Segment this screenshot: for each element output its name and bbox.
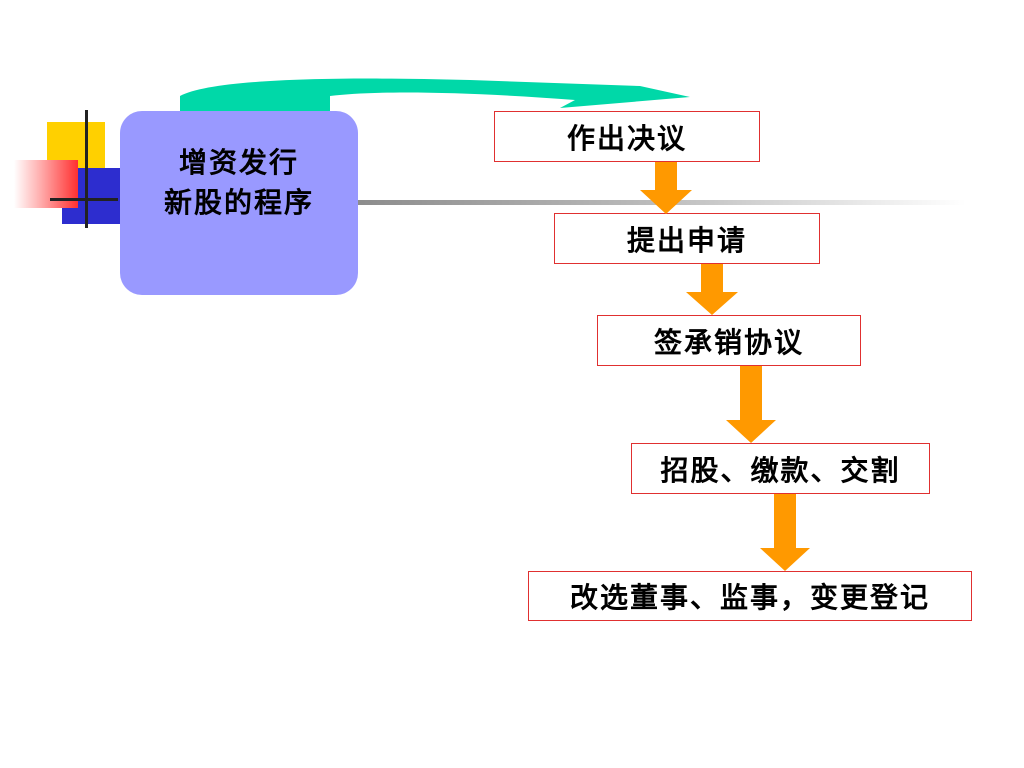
step-box-5: 改选董事、监事，变更登记 — [528, 571, 972, 621]
step-label-2: 提出申请 — [626, 223, 747, 257]
step-box-1: 作出决议 — [494, 111, 760, 162]
decor-horizontal-line — [50, 198, 118, 201]
flow-arrow-3-icon — [726, 366, 776, 443]
title-line-2: 新股的程序 — [163, 186, 314, 219]
step-label-3: 签承销协议 — [653, 325, 804, 359]
step-label-5: 改选董事、监事，变更登记 — [569, 581, 930, 614]
decor-vertical-line — [85, 110, 88, 228]
title-box: 增资发行 新股的程序 — [120, 111, 358, 295]
step-label-4: 招股、缴款、交割 — [660, 453, 901, 487]
step-box-2: 提出申请 — [554, 213, 820, 264]
flow-arrow-1-icon — [640, 162, 692, 214]
flow-arrow-2-icon — [686, 264, 738, 315]
step-box-3: 签承销协议 — [597, 315, 861, 366]
flow-arrow-4-icon — [760, 494, 810, 571]
step-box-4: 招股、缴款、交割 — [631, 443, 930, 494]
title-line-1: 增资发行 — [178, 146, 299, 179]
step-label-1: 作出决议 — [566, 121, 687, 155]
